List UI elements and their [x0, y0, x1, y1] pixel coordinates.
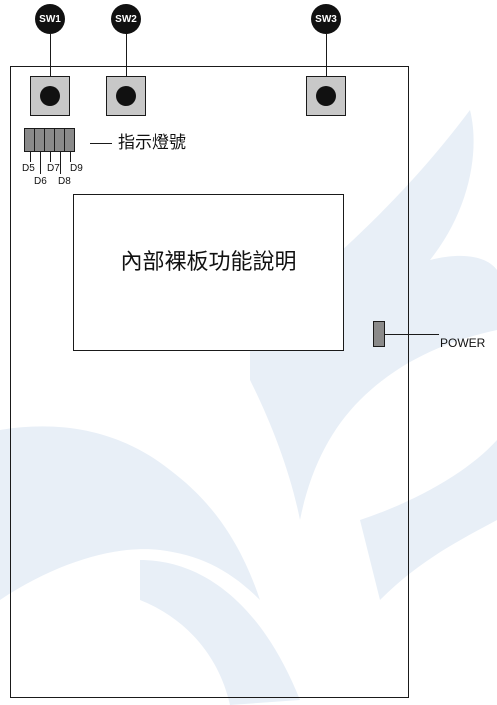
- sw3-lead: [326, 34, 327, 76]
- led-d6-lead: [40, 152, 41, 174]
- center-description-title: 內部裸板功能說明: [120, 248, 297, 274]
- sw2-badge: SW2: [111, 4, 141, 34]
- sw2-button[interactable]: [106, 76, 146, 116]
- led-d5-label: D5: [22, 163, 35, 174]
- sw1-lead: [50, 34, 51, 76]
- sw1-knob: [40, 86, 60, 106]
- led-d8-lead: [60, 152, 61, 174]
- led-d9: [64, 128, 75, 152]
- led-d7-lead: [50, 152, 51, 162]
- sw1-button[interactable]: [30, 76, 70, 116]
- sw2-label: SW2: [115, 13, 137, 25]
- power-connector[interactable]: [373, 321, 385, 347]
- led-legend-text: 指示燈號: [118, 133, 186, 152]
- sw1-label: SW1: [39, 13, 61, 25]
- led-legend-dash: [90, 143, 112, 144]
- board-outline: [10, 66, 409, 698]
- center-description-box: 內部裸板功能說明: [73, 194, 344, 351]
- power-leader-line: [385, 334, 439, 335]
- led-d9-label: D9: [70, 163, 83, 174]
- led-d6-label: D6: [34, 176, 47, 187]
- power-label: POWER: [440, 336, 486, 350]
- sw1-badge: SW1: [35, 4, 65, 34]
- led-indicator-block: [24, 128, 75, 152]
- sw3-knob: [316, 86, 336, 106]
- sw3-button[interactable]: [306, 76, 346, 116]
- led-d8-label: D8: [58, 176, 71, 187]
- led-d9-lead: [70, 152, 71, 162]
- sw3-badge: SW3: [311, 4, 341, 34]
- sw2-knob: [116, 86, 136, 106]
- sw2-lead: [126, 34, 127, 76]
- led-d7-label: D7: [47, 163, 60, 174]
- sw3-label: SW3: [315, 13, 337, 25]
- led-d5-lead: [30, 152, 31, 162]
